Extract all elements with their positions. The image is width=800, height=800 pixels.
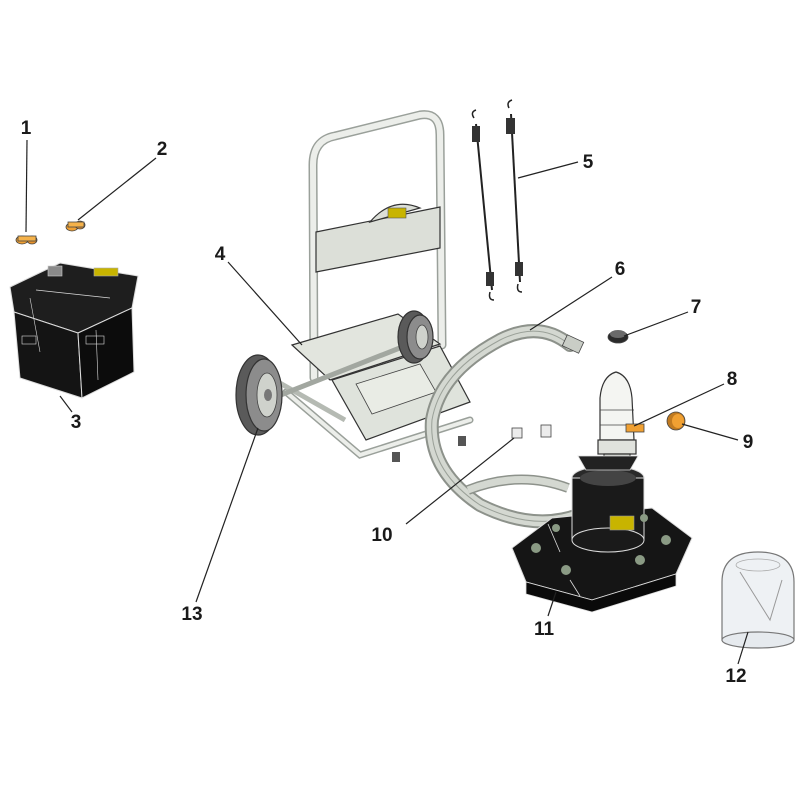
leader-3 (59, 395, 73, 413)
part-6-hose (424, 324, 597, 529)
part-9-orange-ring (666, 411, 686, 431)
callout-8: 8 (727, 369, 738, 390)
part-8-strainer (597, 371, 645, 465)
part-7-cap (607, 330, 629, 344)
callout-6: 6 (615, 259, 626, 280)
part-3-battery-box (9, 262, 139, 399)
callout-labels: 1 2 3 4 5 6 7 8 9 10 11 12 13 (21, 118, 754, 687)
part-10-clips (511, 424, 552, 439)
leader-5 (517, 161, 579, 179)
leader-12 (737, 631, 749, 665)
part-5-bungee-cords (471, 99, 523, 301)
callout-9: 9 (743, 432, 754, 453)
part-2-terminal-cap (65, 220, 86, 232)
leader-4 (227, 261, 303, 346)
part-1-terminal-cap (15, 235, 38, 245)
callout-12: 12 (725, 666, 746, 687)
part-11-pump-base (511, 455, 693, 613)
part-13-wheel (235, 310, 434, 436)
part-4-cart-frame (267, 110, 474, 462)
leader-10 (405, 437, 515, 525)
callout-1: 1 (21, 118, 32, 139)
leader-13 (195, 427, 259, 603)
callout-10: 10 (371, 525, 392, 546)
callout-2: 2 (157, 139, 168, 160)
callout-5: 5 (583, 152, 594, 173)
leader-7 (623, 311, 689, 337)
part-12-clear-cover (721, 551, 795, 649)
leader-2 (77, 157, 157, 221)
callout-3: 3 (71, 412, 82, 433)
callout-4: 4 (215, 244, 226, 265)
leader-8 (633, 383, 725, 427)
leader-6 (529, 276, 613, 331)
leader-9 (681, 423, 739, 441)
leader-11 (547, 591, 557, 617)
callout-11: 11 (534, 619, 555, 640)
leader-1 (25, 139, 28, 233)
callout-13: 13 (181, 604, 202, 625)
callout-7: 7 (691, 297, 702, 318)
leader-lines (25, 139, 749, 665)
